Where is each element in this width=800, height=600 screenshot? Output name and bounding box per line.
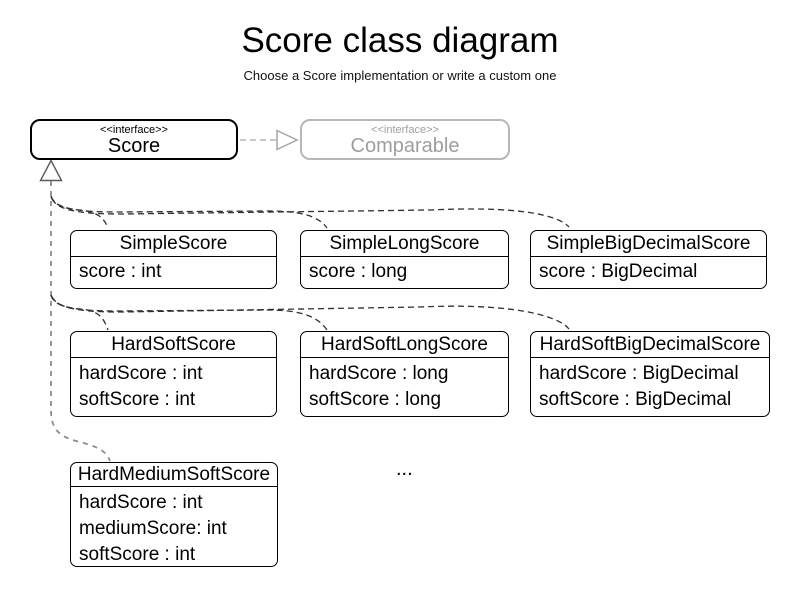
realization-connector-simplebigdecimalscore	[51, 198, 570, 228]
class-box-hardsoftbigdecimalscore: HardSoftBigDecimalScore hardScore : BigD…	[530, 331, 770, 417]
realization-connector-simplelongscore	[50, 196, 328, 229]
class-title: HardSoftBigDecimalScore	[531, 332, 769, 358]
class-box-hardmediumsoftscore: HardMediumSoftScore hardScore : int medi…	[70, 462, 278, 567]
realization-connector-hardsoftlongscore	[50, 295, 328, 331]
class-attribute: softScore : int	[79, 544, 196, 565]
class-title: SimpleScore	[71, 231, 276, 257]
class-title: HardSoftLongScore	[301, 332, 508, 358]
realization-connector-hardmediumsoftscore	[50, 181, 111, 462]
class-attribute: hardScore : int	[79, 492, 203, 513]
comparable-stereotype: <<interface>>	[371, 124, 439, 136]
class-title: HardMediumSoftScore	[71, 463, 277, 487]
comparable-name: Comparable	[350, 135, 460, 157]
class-attribute: score : int	[79, 261, 162, 282]
class-attribute: score : long	[309, 261, 408, 282]
class-attribute: mediumScore: int	[79, 518, 227, 539]
class-box-hardsoftscore: HardSoftScore hardScore : int softScore …	[70, 331, 277, 417]
generalization-arrowhead-score	[39, 158, 63, 182]
page-subtitle: Choose a Score implementation or write a…	[243, 68, 557, 83]
interface-box-score: <<interface>> Score	[30, 119, 238, 160]
class-attribute: hardScore : long	[309, 363, 449, 384]
class-attribute: softScore : long	[309, 389, 442, 410]
class-attribute: score : BigDecimal	[539, 261, 698, 282]
class-box-simplebigdecimalscore: SimpleBigDecimalScore score : BigDecimal	[530, 230, 767, 289]
more-implementations-ellipsis: ...	[396, 458, 413, 480]
class-box-simplescore: SimpleScore score : int	[70, 230, 277, 289]
class-box-simplelongscore: SimpleLongScore score : long	[300, 230, 509, 289]
realization-arrowhead-comparable	[276, 129, 299, 151]
page-title: Score class diagram	[241, 21, 559, 60]
class-attribute: hardScore : int	[79, 363, 203, 384]
class-title: HardSoftScore	[71, 332, 276, 358]
score-name: Score	[107, 135, 161, 157]
interface-box-comparable: <<interface>> Comparable	[300, 119, 510, 160]
score-stereotype: <<interface>>	[100, 124, 168, 136]
class-box-hardsoftlongscore: HardSoftLongScore hardScore : long softS…	[300, 331, 509, 417]
class-title: SimpleBigDecimalScore	[531, 231, 766, 257]
class-attribute: softScore : int	[79, 389, 196, 410]
class-attribute: softScore : BigDecimal	[539, 389, 732, 410]
realization-connector-hardsoftbigdecimalscore	[51, 296, 570, 330]
class-title: SimpleLongScore	[301, 231, 508, 257]
realization-connector-hardsoftscore	[50, 294, 109, 331]
class-attribute: hardScore : BigDecimal	[539, 363, 739, 384]
